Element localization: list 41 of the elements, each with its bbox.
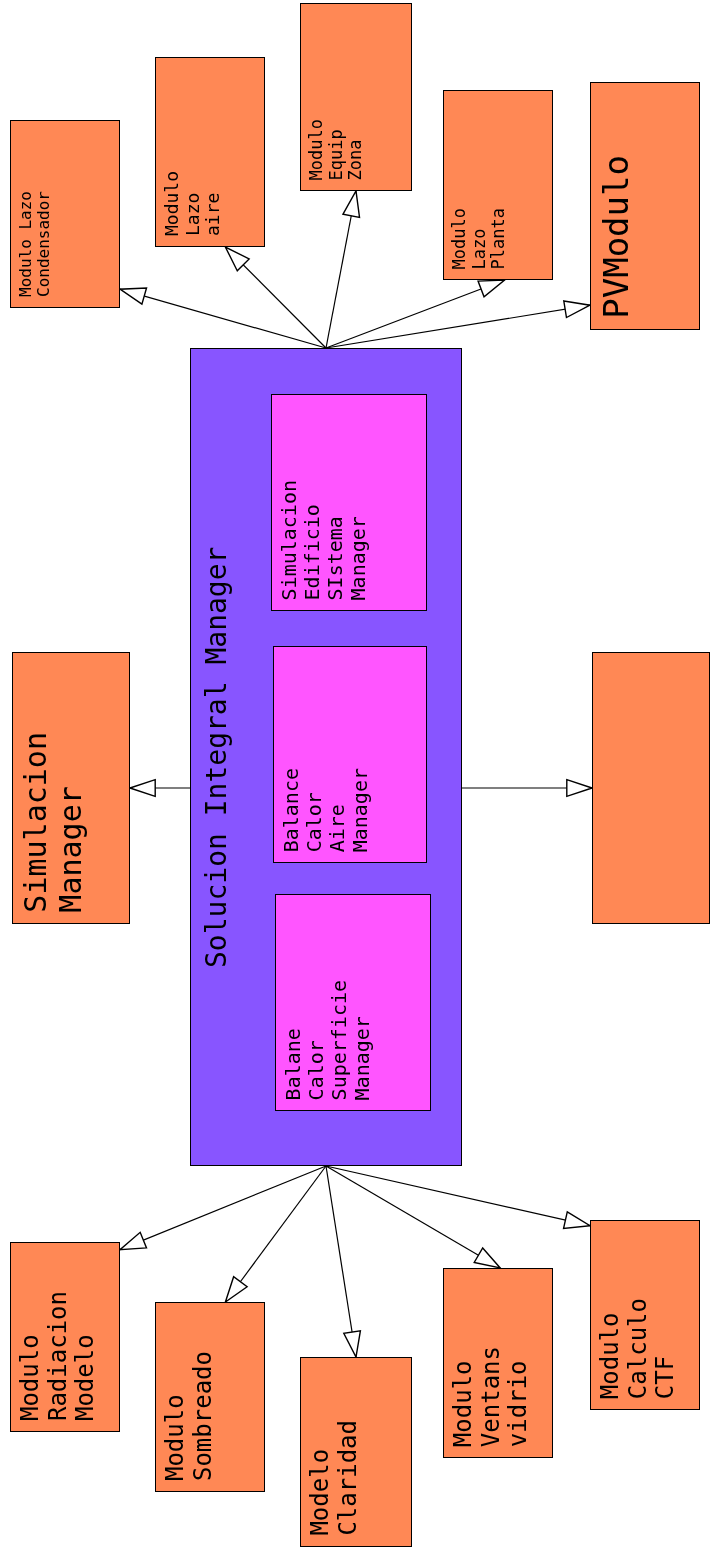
arrow (119, 287, 327, 349)
module-box (10, 120, 120, 308)
module-box (443, 1268, 553, 1458)
box-shape (592, 652, 710, 924)
arrow (325, 190, 361, 349)
arrow (325, 1165, 501, 1269)
box-label: Simulacion Manager (19, 732, 88, 913)
arrow (129, 778, 191, 798)
module-box (443, 90, 553, 280)
box-label: Modulo Radiacion Modelo (17, 1290, 100, 1421)
arrow (224, 1165, 327, 1303)
box-label: PVModulo (597, 155, 637, 319)
module-box (300, 1357, 412, 1547)
arrow (461, 778, 593, 798)
box-label: Modulo Lazo aire (162, 170, 225, 236)
module-box (10, 1242, 120, 1432)
box-label: Modulo Lazo Condensador (17, 191, 54, 297)
module-box (12, 652, 130, 924)
panel-title: Solucion Integral Manager (201, 545, 234, 970)
box-label: Balane Calor Superficie Manager (282, 979, 374, 1100)
manager-box (273, 646, 427, 863)
module-box (155, 1302, 265, 1492)
box-label: Modulo Equip Zona (307, 118, 366, 180)
module-box (300, 3, 412, 191)
manager-box (275, 894, 431, 1111)
box-label: Simulacion Edificio SIstema Manager (278, 479, 370, 600)
box-label: Modulo Lazo Planta (450, 207, 509, 269)
box-label: Modulo Calculo CTF (597, 1297, 680, 1399)
box-label: Modulo Sombreado (162, 1350, 218, 1481)
manager-panel (190, 348, 462, 1166)
box-label: Modulo Ventans vidrio (450, 1345, 533, 1447)
arrow (119, 1165, 327, 1251)
arrow (325, 1165, 362, 1358)
arrow (224, 246, 327, 349)
module-box (155, 57, 265, 247)
module-box (590, 82, 700, 330)
manager-box (271, 394, 427, 611)
module-box (590, 1220, 700, 1410)
box-label: Balance Calor Aire Manager (280, 767, 372, 852)
box-label: Modelo Claridad (307, 1420, 363, 1536)
arrow (325, 279, 506, 349)
